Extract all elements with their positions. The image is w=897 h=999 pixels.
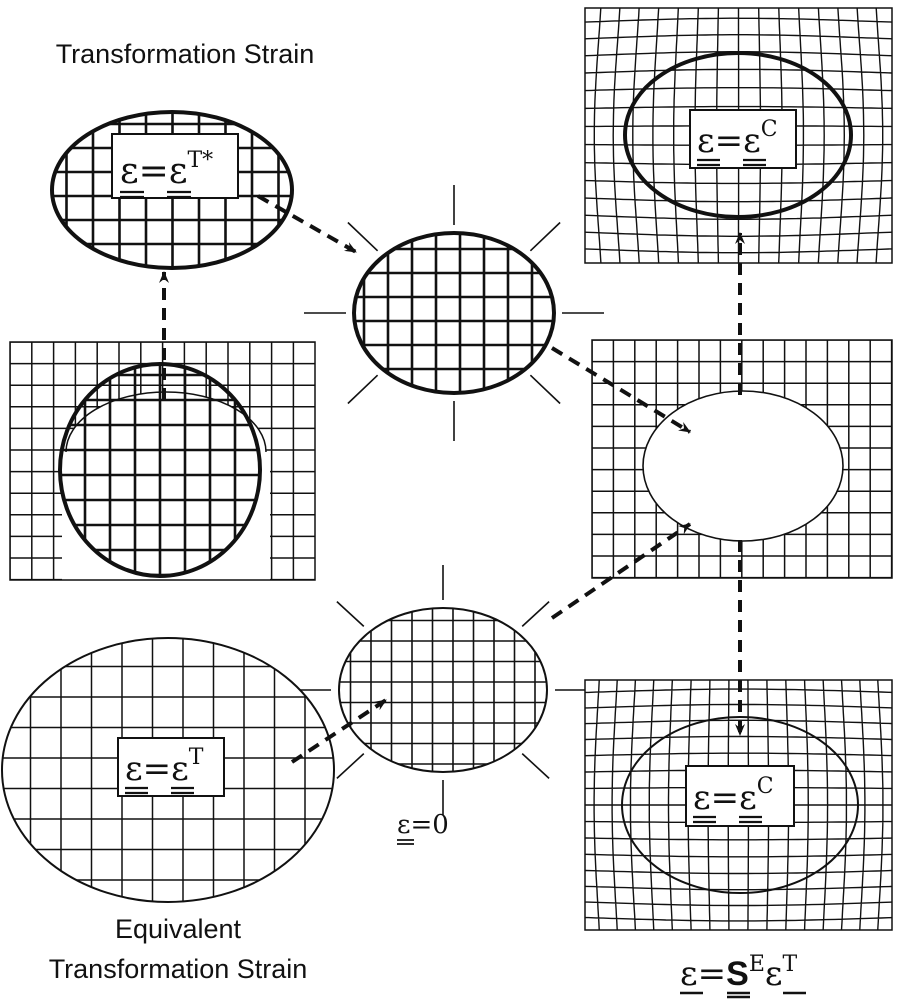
arrow-insert-into-cavity	[550, 346, 692, 434]
eq-rel: =	[139, 151, 169, 192]
traction-ticks	[304, 185, 604, 441]
eq-rhs: 0	[432, 810, 449, 840]
matrix-with-removed-inclusion	[9, 341, 316, 581]
eq-sup: C	[761, 117, 778, 142]
eq-sup: T	[189, 745, 204, 770]
svg-text:ε=εT: ε=εT	[125, 745, 204, 789]
diagram-shapes	[1, 7, 893, 931]
matrix-with-cavity	[591, 339, 893, 579]
equation-transformation-strain-star: ε=εT*	[111, 133, 239, 199]
inclusion-grid	[354, 233, 554, 393]
eq-lhs: ε	[125, 749, 143, 789]
eq-lhs: ε	[397, 810, 410, 840]
eq-rhs: ε	[743, 121, 761, 161]
eq-sup: C	[757, 774, 774, 799]
inclusion-zero-strain	[293, 565, 593, 815]
eq-rhs-sup: T	[783, 952, 798, 977]
eq-operator: S	[726, 955, 749, 993]
tensor-underline-marks	[697, 158, 766, 167]
eq-rel: =	[711, 778, 740, 818]
tensor-underline-marks	[693, 815, 762, 824]
bottom-title-line2: Transformation Strain	[49, 954, 308, 984]
equation-constrained-strain-bottom: ε=εC	[685, 765, 795, 827]
bottom-title-line1: Equivalent	[115, 914, 242, 944]
arrow-equivalent-insert	[550, 522, 692, 620]
constrained-inclusion-top-right	[584, 7, 893, 264]
empty-cavity	[642, 390, 844, 542]
top-title: Transformation Strain	[56, 39, 315, 69]
eq-operator-sup: E	[749, 952, 765, 977]
equation-eshelby-relation: ε=SEεT	[680, 952, 806, 999]
eq-rel: =	[715, 121, 744, 161]
eq-lhs: ε	[693, 778, 711, 818]
equation-equivalent-transformation-strain: ε=εT	[117, 737, 225, 797]
eq-lhs: ε	[120, 151, 139, 192]
tensor-underline-marks	[125, 786, 194, 795]
equation-zero-strain: ε=0	[397, 810, 449, 845]
svg-text:ε=SEεT: ε=SEεT	[680, 952, 798, 994]
eq-rhs: ε	[171, 749, 189, 789]
svg-text:ε=εC: ε=εC	[697, 117, 778, 161]
svg-text:ε=εT*: ε=εT*	[120, 148, 213, 192]
eq-rhs: ε	[739, 778, 757, 818]
tensor-underline-marks	[120, 190, 191, 199]
eq-rel: =	[698, 954, 727, 994]
eq-lhs: ε	[680, 954, 698, 994]
svg-text:ε=εC: ε=εC	[693, 774, 774, 818]
eq-rel: =	[410, 810, 432, 840]
equation-constrained-strain-top: ε=εC	[689, 109, 797, 169]
eq-rel: =	[143, 749, 172, 789]
tensor-underline-marks	[397, 839, 414, 845]
inclusion-grid	[60, 364, 260, 576]
eq-rhs: ε	[169, 151, 188, 192]
eq-rhs: ε	[765, 954, 783, 994]
inclusion-under-traction	[304, 185, 604, 441]
inclusion-grid	[339, 608, 547, 772]
eq-sup: T*	[187, 148, 213, 173]
tensor-underline-marks	[680, 991, 806, 999]
eq-lhs: ε	[697, 121, 715, 161]
svg-text:ε=0: ε=0	[397, 810, 449, 840]
